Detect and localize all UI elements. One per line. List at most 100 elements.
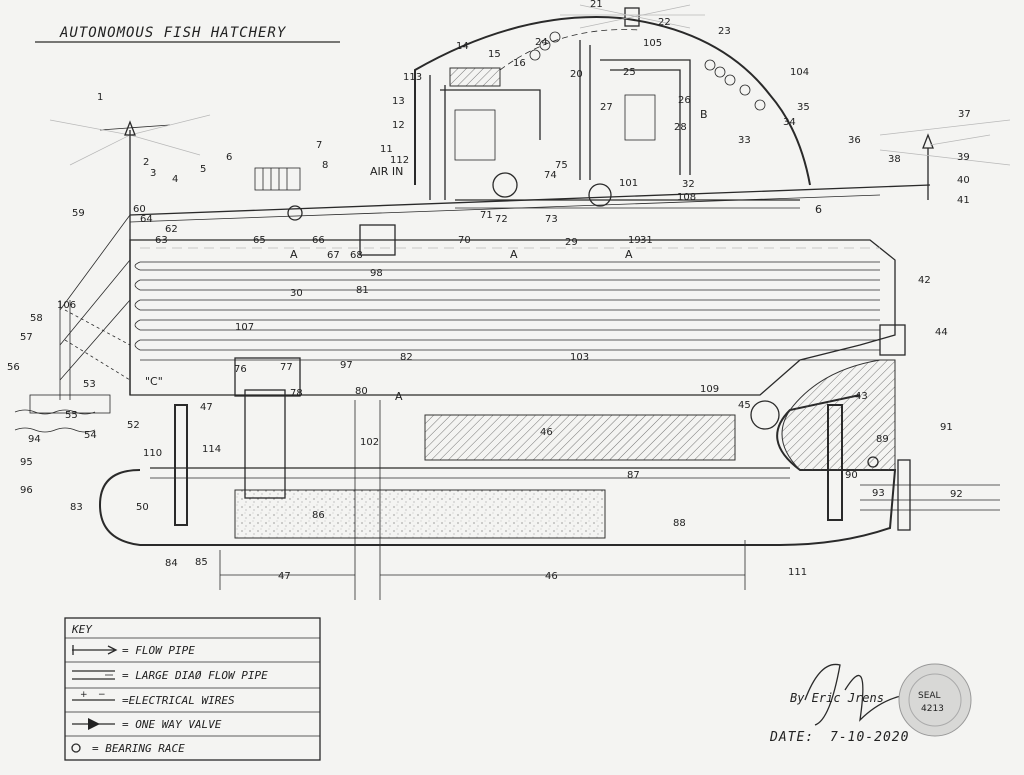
part-number: 1 <box>97 92 103 103</box>
waterline <box>14 394 111 433</box>
part-number: 80 <box>355 386 368 397</box>
part-number: 91 <box>940 422 953 433</box>
part-number: 84 <box>165 558 178 569</box>
part-number: 20 <box>570 69 583 80</box>
part-number: 15 <box>488 49 501 60</box>
part-number: 12 <box>392 120 405 131</box>
part-number: 59 <box>72 208 85 219</box>
date-label: DATE: <box>769 730 814 745</box>
part-number: 26 <box>678 95 691 106</box>
dimension-47: 47 <box>278 571 291 582</box>
dome-pipework <box>429 31 800 209</box>
bow-section <box>781 359 896 471</box>
part-number: 14 <box>456 41 469 52</box>
part-number: 90 <box>845 470 858 481</box>
part-number: 39 <box>957 152 970 163</box>
filter-housing <box>454 109 496 161</box>
coil-pipes <box>134 247 880 361</box>
part-number: 64 <box>140 214 153 225</box>
part-number: 109 <box>700 384 719 395</box>
seal-word: SEAL <box>918 691 941 701</box>
part-number: 43 <box>855 391 868 402</box>
part-number: 65 <box>253 235 266 246</box>
part-number: 72 <box>495 214 508 225</box>
control-box <box>234 357 301 397</box>
zone-a-label-3: A <box>625 248 633 261</box>
hull <box>98 16 931 546</box>
part-number: 11 <box>380 144 393 155</box>
part-number: 112 <box>390 155 409 166</box>
part-number: 29 <box>565 237 578 248</box>
zone-b-label: B <box>700 108 708 121</box>
svg-text:+: + <box>80 690 88 700</box>
part-number: 34 <box>783 117 796 128</box>
part-number: 53 <box>83 379 96 390</box>
date-value: 7-10-2020 <box>830 730 909 745</box>
key-item-large-pipe: = LARGE DIAØ FLOW PIPE <box>122 669 268 682</box>
part-number: 82 <box>400 352 413 363</box>
outlet-44 <box>879 324 906 356</box>
part-number: 6 <box>226 152 232 163</box>
stern-post <box>897 459 911 531</box>
part-number: 74 <box>544 170 557 181</box>
part-number: 54 <box>84 430 97 441</box>
part-number: 106 <box>57 300 76 311</box>
large-pipe-icon <box>72 670 115 680</box>
part-number: 37 <box>958 109 971 120</box>
seal-number: 4213 <box>921 704 944 714</box>
drawing-title: AUTONOMOUS FISH HATCHERY <box>59 25 287 41</box>
beacon-light <box>124 120 136 136</box>
part-number: 4 <box>172 174 178 185</box>
part-number: 77 <box>280 362 293 373</box>
battery-stack-right <box>827 404 843 521</box>
part-number: 7 <box>316 140 322 151</box>
keel-outline <box>98 394 897 546</box>
part-number: 23 <box>718 26 731 37</box>
part-number: 81 <box>356 285 369 296</box>
part-number: 104 <box>790 67 809 78</box>
svg-text:−: − <box>98 690 106 700</box>
one-way-valve-icon <box>72 718 115 730</box>
part-callouts: 1 2 3 4 5 6 7 8 11 12 13 14 15 16 19 20 … <box>7 0 971 578</box>
part-number: 63 <box>155 235 168 246</box>
bearing-race-icon <box>71 743 81 753</box>
part-number: 55 <box>65 410 78 421</box>
part-number: 40 <box>957 175 970 186</box>
part-number: 96 <box>20 485 33 496</box>
part-number: 101 <box>619 178 638 189</box>
part-number: 2 <box>143 157 149 168</box>
part-number: 92 <box>950 489 963 500</box>
air-in-label: AIR IN <box>370 165 403 178</box>
part-number: 13 <box>392 96 405 107</box>
part-number: 21 <box>590 0 603 10</box>
part-number: 24 <box>535 37 548 48</box>
zone-a-label-4: A <box>395 390 403 403</box>
part-number: 28 <box>674 122 687 133</box>
air-intake-box <box>359 224 396 256</box>
solar-panel <box>254 167 301 191</box>
part-number: 8 <box>322 160 328 171</box>
part-number: 83 <box>70 502 83 513</box>
part-number: 103 <box>570 352 589 363</box>
part-number: 88 <box>673 518 686 529</box>
key-legend: KEY = FLOW PIPE = LARGE DIAØ FLOW PIPE +… <box>64 617 321 761</box>
key-item-electrical: =ELECTRICAL WIRES <box>122 694 235 707</box>
part-number: 85 <box>195 557 208 568</box>
part-number: 42 <box>918 275 931 286</box>
dimension-lines: 47 46 <box>219 400 746 600</box>
signature-block: By Eric Jrens DATE: 7-10-2020 <box>769 663 909 745</box>
part-number: 94 <box>28 434 41 445</box>
compartment-46 <box>424 414 736 461</box>
part-number: 93 <box>872 488 885 499</box>
part-number: 95 <box>20 457 33 468</box>
part-number: 62 <box>165 224 178 235</box>
pump-45 <box>750 400 780 430</box>
signature-text: By Eric Jrens <box>790 691 884 705</box>
embossed-seal: SEAL 4213 <box>898 663 972 737</box>
right-beacon <box>879 119 1011 200</box>
part-number: 71 <box>480 210 493 221</box>
key-heading: KEY <box>71 623 93 636</box>
part-number: 5 <box>200 164 206 175</box>
flow-pipe-icon <box>72 645 118 655</box>
vertical-shaft <box>244 389 286 499</box>
